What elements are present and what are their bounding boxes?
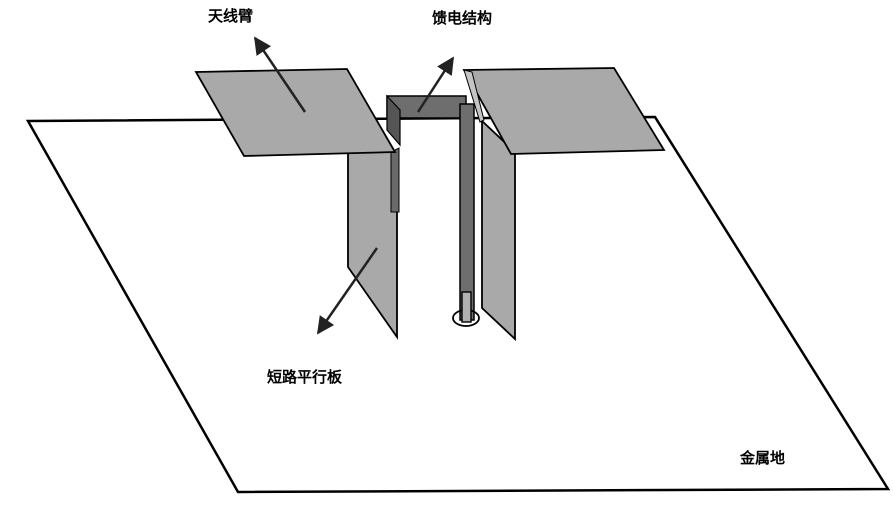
arrow-antenna-arm — [253, 36, 307, 113]
right-antenna-arm — [462, 67, 666, 155]
ground-plane — [25, 115, 891, 494]
antenna-arm-label: 天线臂 — [208, 7, 254, 25]
feed-left-wall — [386, 94, 401, 147]
shorting-plates-label: 短路平行板 — [267, 368, 343, 386]
left-plate-edge — [390, 147, 400, 213]
feed-structure-label: 馈电结构 — [432, 9, 493, 27]
arrow-shorting-plates — [316, 247, 379, 335]
arrow-feed-structure — [416, 56, 455, 113]
ground-label: 金属地 — [740, 449, 786, 467]
left-antenna-arm — [194, 68, 397, 157]
feed-connector-pin — [461, 291, 472, 323]
right-arm-edge — [463, 69, 485, 123]
feed-probe — [459, 103, 475, 321]
